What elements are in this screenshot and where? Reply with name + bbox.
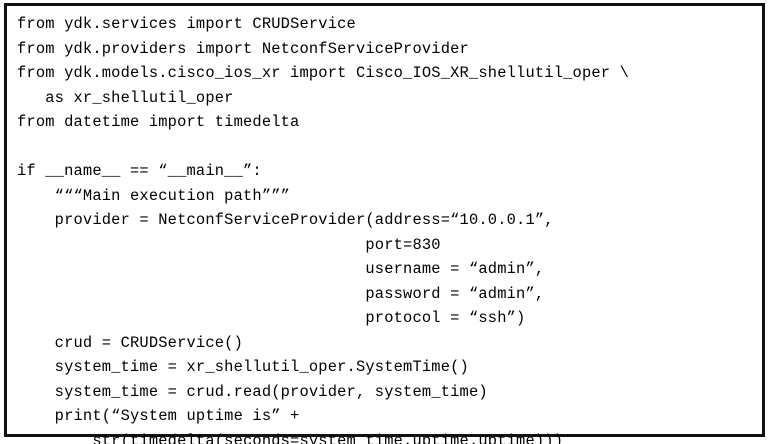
code-line: print(“System uptime is” + bbox=[17, 407, 300, 425]
code-line: port=830 bbox=[17, 235, 441, 254]
code-block-frame: from ydk.services import CRUDService fro… bbox=[4, 3, 765, 444]
code-line: username = “admin”, bbox=[17, 260, 545, 278]
code-line: from ydk.models.cisco_ios_xr import Cisc… bbox=[17, 64, 630, 82]
code-line: from datetime import timedelta bbox=[17, 113, 300, 131]
code-line: from ydk.services import CRUDService bbox=[17, 15, 356, 33]
code-line: provider = NetconfServiceProvider(addres… bbox=[17, 211, 554, 229]
code-line: protocol = “ssh”) bbox=[17, 309, 526, 327]
code-line: crud = CRUDService() bbox=[17, 333, 243, 352]
code-line: system_time = crud.read(provider, system… bbox=[17, 382, 488, 401]
code-lines-container: from ydk.services import CRUDService fro… bbox=[17, 12, 762, 444]
code-line: if __name__ == “__main__”: bbox=[17, 162, 262, 180]
code-line: str(timedelta(seconds=system_time.uptime… bbox=[17, 431, 564, 444]
code-line: system_time = xr_shellutil_oper.SystemTi… bbox=[17, 358, 469, 376]
code-line-blank bbox=[17, 135, 762, 160]
code-line: as xr_shellutil_oper bbox=[17, 88, 234, 107]
code-line: “““Main execution path””” bbox=[17, 186, 291, 205]
code-line: password = “admin”, bbox=[17, 284, 545, 303]
code-line: from ydk.providers import NetconfService… bbox=[17, 39, 469, 58]
